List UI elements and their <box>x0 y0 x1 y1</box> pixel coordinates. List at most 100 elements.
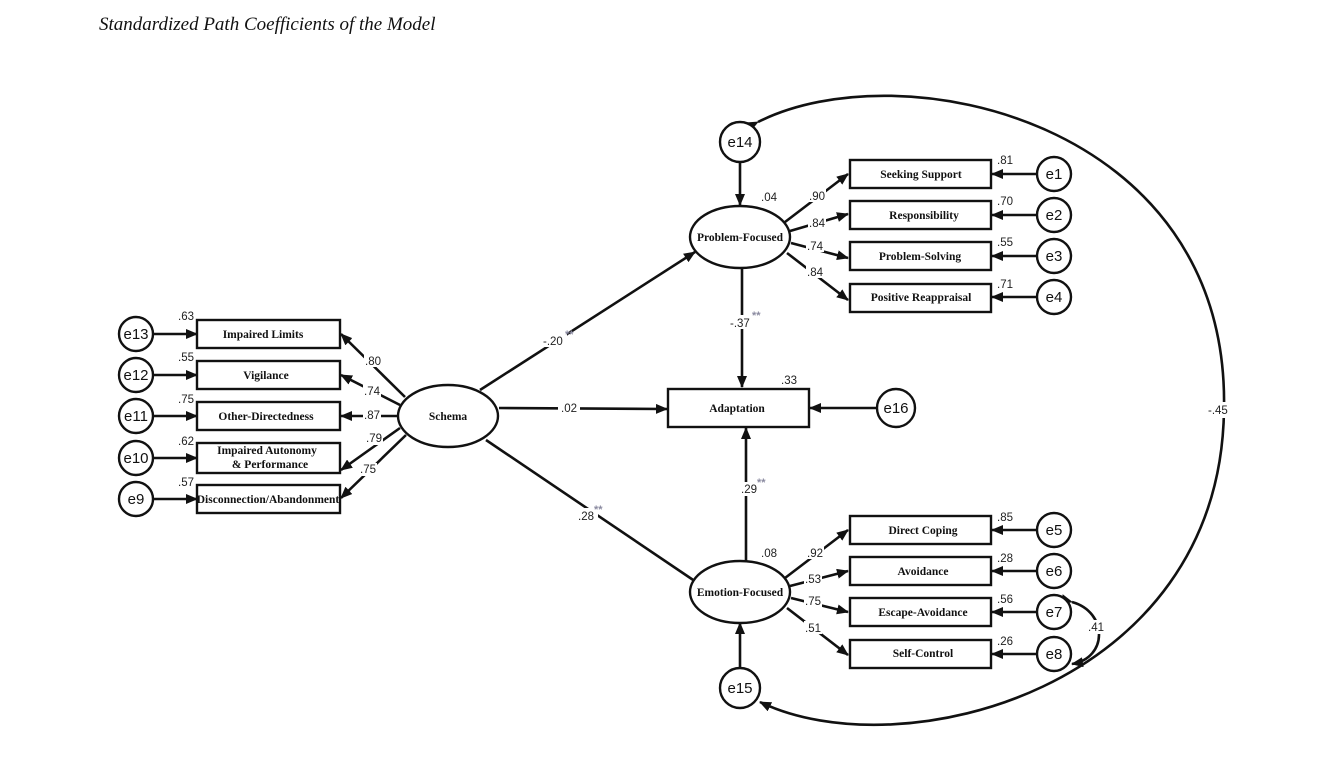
sig-problem-adaptation: ** <box>752 310 761 322</box>
error-label: e6 <box>1046 563 1063 580</box>
covariance-e14-e15-label: -.45 <box>1208 405 1228 417</box>
indicator-box <box>195 441 342 475</box>
label-bg <box>365 432 383 445</box>
coef-schema-emotion: .28 <box>578 511 594 523</box>
error-term <box>1035 155 1073 193</box>
indicator-label: Responsibility <box>889 210 959 222</box>
loading-label: .74 <box>807 241 824 253</box>
label-bg <box>808 189 826 202</box>
error-label: e1 <box>1046 166 1063 183</box>
indicator-label: Vigilance <box>243 370 289 382</box>
indicator-label: Escape-Avoidance <box>878 607 967 619</box>
r2-label: .81 <box>997 155 1013 167</box>
error-term-e14 <box>718 120 762 164</box>
error-term <box>1035 552 1073 590</box>
indicator-label: Direct Coping <box>888 525 957 537</box>
loading-arrow <box>340 426 401 472</box>
label-bg <box>806 546 824 559</box>
error-label: e12 <box>123 367 148 384</box>
loading-label: .87 <box>364 410 380 422</box>
label-bg <box>541 333 567 347</box>
r2-label: .63 <box>178 311 194 323</box>
error-term <box>1035 511 1073 549</box>
latent-r2: .08 <box>761 548 777 560</box>
error-label: e15 <box>727 680 752 697</box>
r2-label: .71 <box>997 279 1013 291</box>
indicator-box <box>848 638 993 670</box>
error-term <box>117 480 155 518</box>
latent-emotion-focused <box>688 559 792 625</box>
error-term-e16 <box>875 387 917 429</box>
r2-label: .28 <box>997 553 1013 565</box>
indicator-label: Avoidance <box>898 566 949 578</box>
label-bg <box>363 409 381 422</box>
label-bg <box>804 621 822 634</box>
cov-label-bg <box>1206 402 1242 418</box>
label-bg <box>808 216 826 229</box>
error-term <box>117 397 155 435</box>
coef-schema-adaptation: .02 <box>561 403 577 415</box>
loading-label: .92 <box>807 548 823 560</box>
label-bg <box>804 594 822 607</box>
latent-r2: .04 <box>761 192 778 204</box>
latent-schema <box>396 383 500 449</box>
error-term <box>117 439 155 477</box>
adaptation-r2: .33 <box>781 375 797 387</box>
error-term-e15 <box>718 666 762 710</box>
error-term <box>117 356 155 394</box>
loading-label: .90 <box>809 191 825 203</box>
error-label: e14 <box>727 134 752 151</box>
sig-emotion-adaptation: ** <box>757 477 766 489</box>
latent-label: Problem-Focused <box>697 232 784 244</box>
loading-label: .84 <box>807 267 824 279</box>
loading-label: .80 <box>365 356 381 368</box>
indicator-box <box>195 359 342 391</box>
error-term <box>1035 278 1073 316</box>
error-label: e10 <box>123 450 148 467</box>
r2-label: .75 <box>178 394 194 406</box>
r2-label: .57 <box>178 477 194 489</box>
indicator-label: & Performance <box>232 459 308 471</box>
coef-emotion-adaptation: .29 <box>741 484 757 496</box>
label-bg <box>576 508 598 522</box>
figure-title: Standardized Path Coefficients of the Mo… <box>99 14 436 35</box>
r2-label: .56 <box>997 594 1013 606</box>
r2-label: .55 <box>997 237 1013 249</box>
error-label: e16 <box>883 400 908 417</box>
label-bg <box>364 354 382 367</box>
emotion-indicators: .92 .53 .75 .51 Direct Coping Avoidance … <box>784 511 1073 673</box>
problem-indicators: .90 .84 .74 .84 Seeking Support Responsi… <box>784 155 1073 316</box>
label-bg <box>728 315 754 329</box>
error-label: e13 <box>123 326 148 343</box>
loading-label: .53 <box>805 574 821 586</box>
error-label: e4 <box>1046 289 1063 306</box>
path-schema-adaptation <box>498 403 668 414</box>
latent-label: Emotion-Focused <box>697 587 784 599</box>
error-label: e7 <box>1046 604 1063 621</box>
label-bg <box>359 463 377 476</box>
indicator-label: Impaired Autonomy <box>217 445 317 457</box>
indicator-box <box>848 158 993 190</box>
schema-indicators: Impaired Limits Vigilance Other-Directed… <box>117 311 407 518</box>
label-bg <box>558 401 580 415</box>
r2-label: .26 <box>997 636 1013 648</box>
label-bg <box>363 384 381 397</box>
indicator-box <box>195 400 342 432</box>
loading-label: .75 <box>805 596 821 608</box>
indicator-label: Seeking Support <box>880 169 962 181</box>
coef-problem-adaptation: -.37 <box>730 318 750 330</box>
error-term <box>1035 635 1073 673</box>
label-bg <box>806 265 824 278</box>
indicator-box <box>195 483 342 515</box>
error-label: e3 <box>1046 248 1063 265</box>
covariance-e7-e8-label: .41 <box>1088 622 1104 634</box>
label-bg <box>739 482 761 496</box>
path-schema-problem <box>479 250 696 392</box>
adaptation-box <box>666 387 811 429</box>
indicator-label: Impaired Limits <box>223 329 304 341</box>
error-label: e9 <box>128 491 145 508</box>
error-term <box>1035 237 1073 275</box>
error-term <box>1035 196 1073 234</box>
error-term <box>1035 593 1073 631</box>
covariance-curve-e7-e8 <box>1060 594 1101 668</box>
